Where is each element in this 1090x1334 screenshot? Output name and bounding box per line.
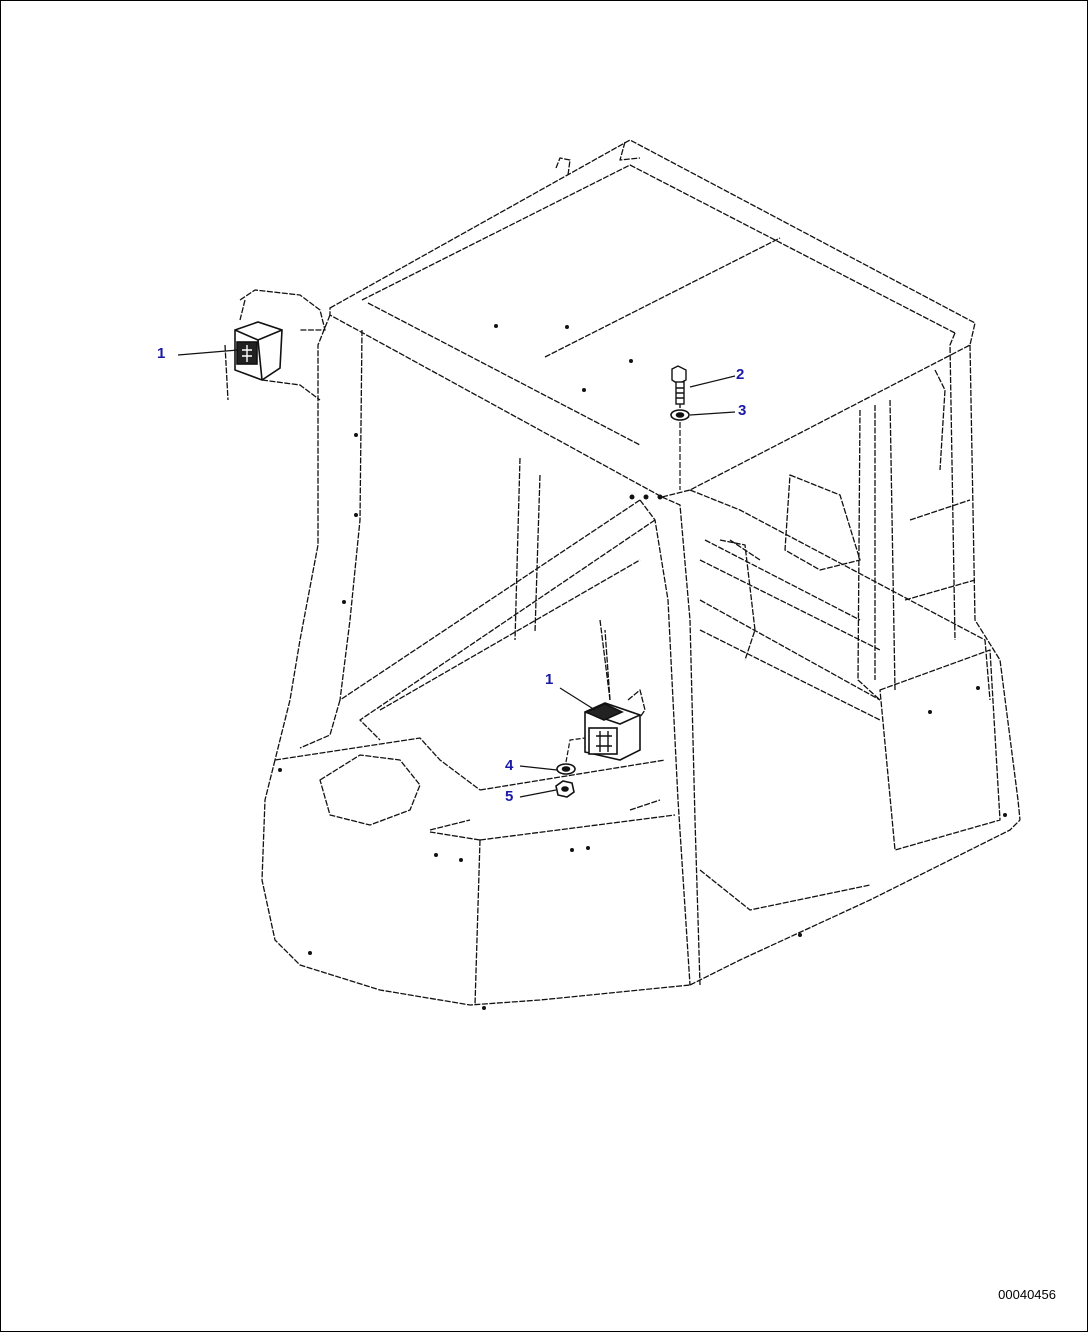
center-lamp-cable (604, 629, 646, 721)
callout-2-bolt: 2 (736, 366, 745, 383)
center-work-lamp (583, 702, 641, 761)
left-lamp-bracket (224, 289, 326, 401)
mounting-holes (278, 324, 1007, 1010)
rear-structure (689, 332, 1021, 851)
callout-5-nut: 5 (505, 788, 514, 805)
cab-roof (329, 139, 976, 498)
front-center-pillar (339, 457, 701, 986)
drawing-number: 00040456 (998, 1287, 1056, 1302)
callout-3-washer: 3 (738, 402, 747, 419)
cab-lower-body (261, 619, 1021, 1006)
leader-lines (177, 349, 736, 798)
callout-1-left-lamp: 1 (157, 345, 166, 362)
left-work-lamp (234, 321, 283, 381)
lamp-nut (555, 780, 575, 798)
front-left-pillar (274, 314, 363, 761)
bolt (671, 365, 687, 412)
washer (670, 409, 690, 490)
lamp-washer (556, 737, 586, 775)
callout-1-center-lamp: 1 (545, 671, 554, 688)
callout-4-washer: 4 (505, 757, 514, 774)
